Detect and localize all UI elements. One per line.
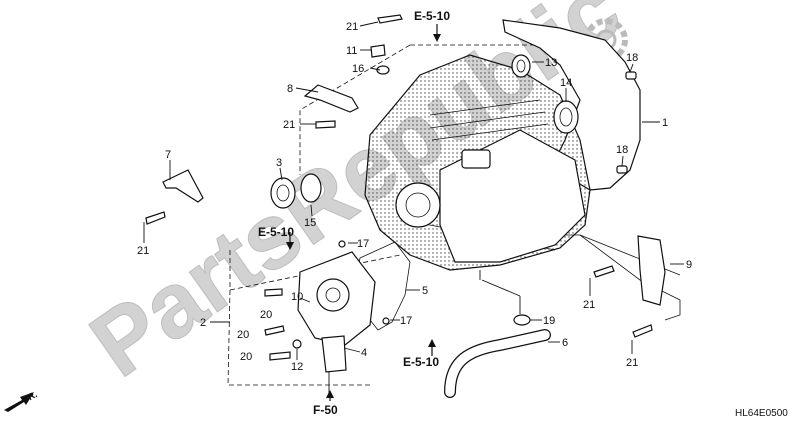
callout-10: 10 [291,291,303,303]
dowel-pin-top [625,71,637,80]
seal-3 [270,177,296,209]
front-label: FR. [21,389,38,405]
ref-label-bottom: E-5-10 [403,355,439,369]
ref-label-left: E-5-10 [258,225,294,239]
bracket-9 [637,235,666,306]
ref-label-top: E-5-10 [414,9,450,23]
oil-seal-14 [553,100,579,134]
callout-15: 15 [304,217,316,229]
callout-14: 14 [560,77,572,89]
callout-8: 8 [287,83,293,95]
callout-11: 11 [346,45,357,57]
callout-18b: 18 [616,144,628,156]
callout-20b: 20 [237,329,249,341]
oil-seal-13-inner [516,59,526,73]
water-pump [297,251,376,373]
bolts [145,14,653,361]
front-arrow-icon: FR. [4,389,39,412]
callout-20c: 20 [240,351,252,363]
callout-1: 1 [662,117,668,129]
clip-19 [513,314,531,326]
callout-21d: 21 [583,299,595,311]
bracket-8 [303,84,359,113]
callout-9: 9 [686,259,692,271]
o-ring-15 [300,173,322,203]
seal-3-inner [276,184,290,202]
oil-seal-14-inner [559,107,573,127]
callout-21c: 21 [137,245,149,257]
ref-label-f: F-50 [313,403,338,417]
reference-arrows [286,24,441,401]
callout-17a: 17 [357,238,369,250]
callout-17b: 17 [400,315,412,327]
callout-19: 19 [543,315,555,327]
callout-13: 13 [545,57,557,69]
callout-3: 3 [276,157,282,169]
crankcase-cover [364,54,591,271]
dowel-pin-lower [616,165,628,174]
cover-7 [162,169,204,203]
callout-18a: 18 [626,52,638,64]
callout-2: 2 [200,317,206,329]
callout-numbers: 21 11 16 8 21 13 14 18 1 18 3 15 7 21 17… [137,21,692,373]
oil-seal-13 [511,54,531,78]
callout-21a: 21 [346,21,358,33]
callout-20a: 20 [260,309,272,321]
callout-6: 6 [562,337,568,349]
callout-21e: 21 [626,357,638,369]
callout-4: 4 [361,347,367,359]
callout-5: 5 [422,285,428,297]
callout-16: 16 [352,63,364,75]
callout-7: 7 [165,149,171,161]
diagram-code: HL64E0500 [735,408,788,419]
callout-12: 12 [291,361,303,373]
callout-21b: 21 [283,119,295,131]
leader-lines [143,21,684,396]
